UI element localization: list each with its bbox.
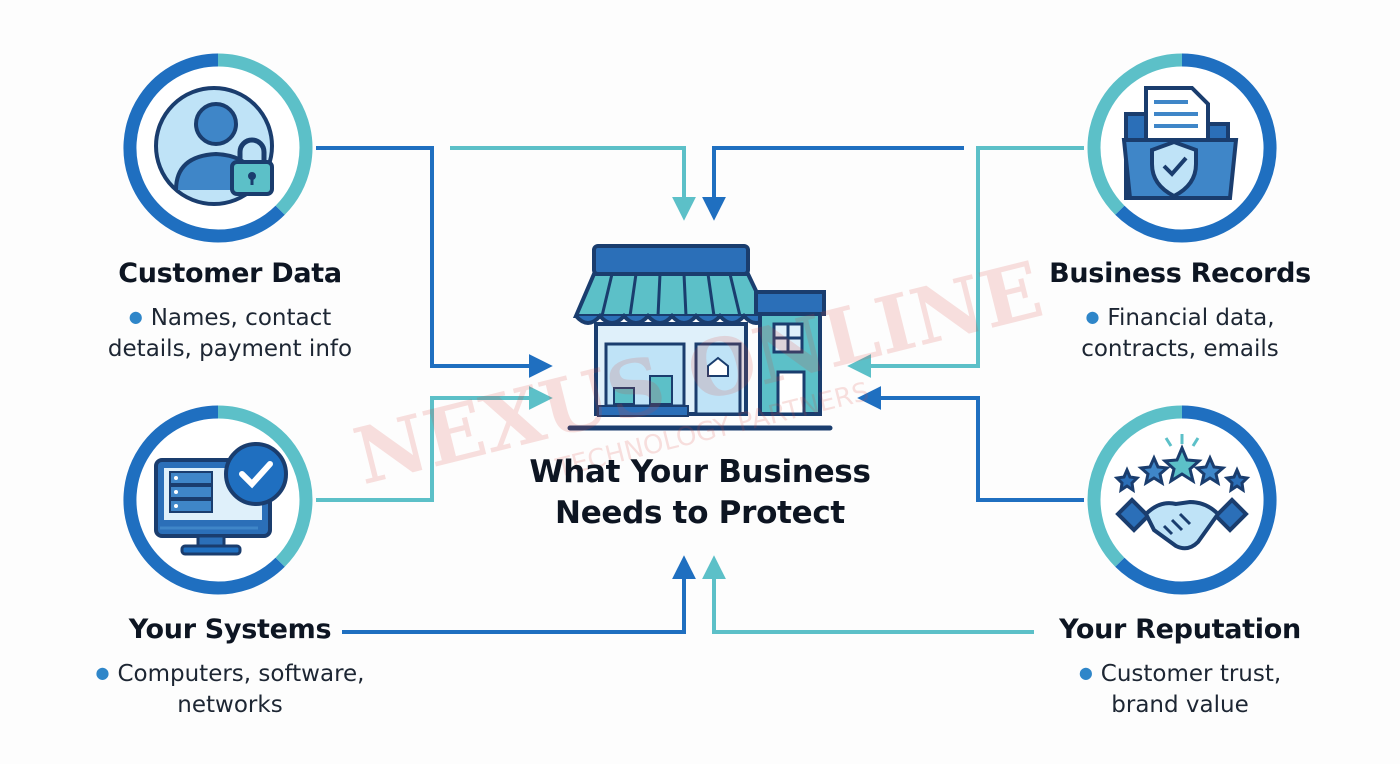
- bullet-icon: ●: [1078, 663, 1093, 682]
- bullet-icon: ●: [1085, 307, 1100, 326]
- customer-data-desc: ●Names, contact details, payment info: [107, 305, 353, 362]
- folder-shield-icon: [1121, 86, 1239, 200]
- connector-customer-data-to-center: [316, 146, 553, 378]
- customer-data-label: Customer Data ●Names, contact details, p…: [60, 258, 400, 365]
- connector-bottom-teal-right: [702, 555, 1034, 634]
- connector-bottom-dark-left: [342, 555, 696, 634]
- center-title-line2: Needs to Protect: [555, 495, 845, 531]
- connector-top-teal-left: [450, 146, 696, 221]
- connector-business-records-to-center: [847, 146, 1084, 378]
- your-systems-title: Your Systems: [128, 614, 332, 645]
- your-reputation-title: Your Reputation: [1059, 614, 1301, 645]
- your-reputation-circle: [1087, 405, 1277, 595]
- customer-data-title: Customer Data: [118, 258, 342, 289]
- your-systems-desc: ●Computers, software, networks: [95, 661, 365, 718]
- connector-your-reputation-to-center: [857, 386, 1084, 502]
- customer-data-circle: [123, 53, 313, 243]
- your-reputation-label: Your Reputation ●Customer trust, brand v…: [1010, 614, 1350, 721]
- connector-top-dark-right: [702, 146, 964, 221]
- your-systems-label: Your Systems ●Computers, software, netwo…: [60, 614, 400, 721]
- business-records-title: Business Records: [1049, 258, 1311, 289]
- bullet-icon: ●: [128, 307, 143, 326]
- center-title: What Your Business Needs to Protect: [500, 452, 900, 534]
- business-records-label: Business Records ●Financial data, contra…: [1010, 258, 1350, 365]
- storefront-icon: [567, 244, 833, 431]
- connector-your-systems-to-center: [316, 386, 553, 502]
- user-lock-icon: [154, 86, 274, 206]
- your-systems-circle: [123, 405, 313, 595]
- center-title-line1: What Your Business: [529, 454, 871, 490]
- handshake-stars-icon: [1113, 434, 1251, 551]
- business-records-circle: [1087, 53, 1277, 243]
- monitor-server-check-icon: [154, 442, 288, 556]
- bullet-icon: ●: [95, 663, 110, 682]
- business-records-desc: ●Financial data, contracts, emails: [1081, 305, 1279, 362]
- your-reputation-desc: ●Customer trust, brand value: [1078, 661, 1282, 718]
